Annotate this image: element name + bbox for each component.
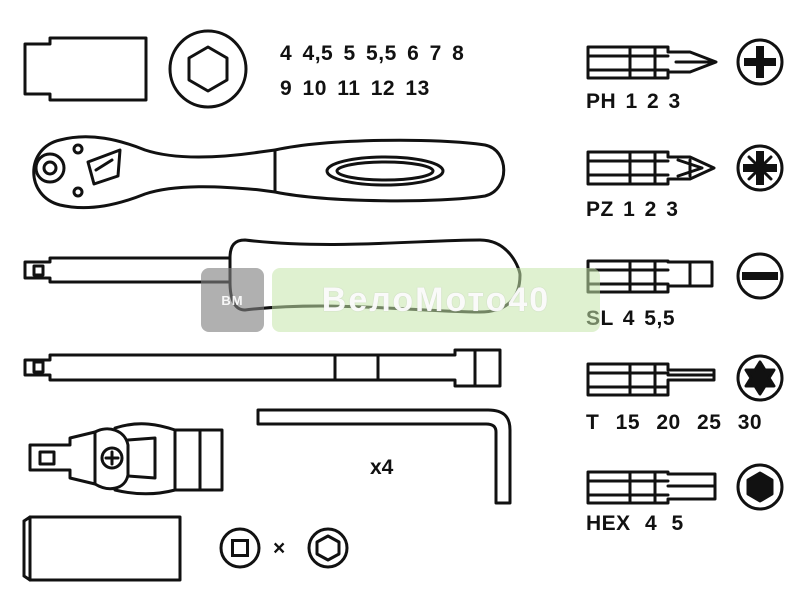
socket-side-icon	[23, 36, 148, 102]
watermark-badge: BM	[201, 268, 264, 332]
socket-sizes-row2: 9 10 11 12 13	[280, 77, 430, 100]
ph-bit-icon	[586, 45, 718, 80]
hex-drive-icon	[307, 527, 349, 569]
socket-end-hex-icon	[168, 29, 248, 109]
ratchet-handle-icon	[32, 135, 506, 210]
torx-bit-icon	[586, 362, 716, 397]
ph-bit-label: PH 1 2 3	[586, 90, 681, 113]
watermark-band: ВелоМото40	[272, 268, 600, 332]
adapter-icon	[22, 515, 182, 582]
adapter-multiplier: ×	[273, 537, 286, 560]
hex-key-icon	[256, 408, 512, 505]
socket-sizes-row1: 4 4,5 5 5,5 6 7 8	[280, 42, 465, 65]
pz-bit-label: PZ 1 2 3	[586, 198, 679, 221]
pozidriv-head-icon	[736, 144, 784, 192]
hex-bit-label: HEX 4 5	[586, 512, 684, 535]
torx-head-icon	[736, 354, 784, 402]
hex-head-icon	[736, 463, 784, 511]
sl-bit-label: SL 4 5,5	[586, 307, 675, 330]
universal-joint-icon	[28, 422, 224, 496]
torx-bit-label: T 15 20 25 30	[586, 411, 763, 434]
hex-key-count: x4	[370, 456, 394, 479]
slotted-head-icon	[736, 252, 784, 300]
extension-bar-icon	[23, 348, 502, 388]
pz-bit-icon	[586, 150, 716, 186]
watermark-badge-text: BM	[221, 292, 244, 308]
watermark-text: ВелоМото40	[321, 280, 551, 319]
hex-bit-icon	[586, 470, 717, 505]
square-drive-icon	[219, 527, 261, 569]
phillips-head-icon	[736, 38, 784, 86]
sl-bit-icon	[586, 259, 714, 294]
